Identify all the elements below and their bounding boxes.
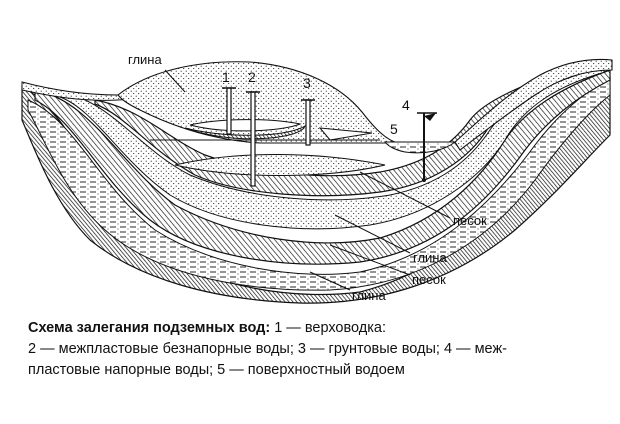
groundwater-arrow — [318, 127, 373, 141]
leader-clay-top — [164, 69, 186, 93]
caption-line-1: Схема залегания подземных вод: 1 — верхо… — [28, 318, 603, 339]
figure-caption: Схема залегания подземных вод: 1 — верхо… — [28, 318, 603, 381]
surface-water-body — [383, 141, 457, 154]
label-clay-2: глина — [352, 288, 386, 303]
sand-hill — [117, 61, 399, 144]
marker-3: 3 — [303, 75, 311, 91]
clay-lens-top — [184, 124, 306, 140]
caption-item-1: 1 — верховодка: — [270, 320, 386, 336]
sand-layer-upper — [59, 67, 607, 230]
caption-title: Схема залегания подземных вод: — [28, 320, 271, 336]
leader-sand-1 — [359, 171, 451, 219]
label-clay-1: глина — [413, 250, 447, 265]
sand-lens — [174, 153, 386, 177]
well-2 — [246, 91, 260, 187]
marker-1: 1 — [222, 69, 230, 85]
marker-5: 5 — [390, 121, 398, 137]
perched-water-lens — [189, 119, 302, 132]
caption-line-2: 2 — межпластовые безнапорные воды; 3 — г… — [28, 341, 507, 357]
well-3 — [301, 99, 315, 146]
well-4 — [417, 112, 437, 182]
marker-2: 2 — [248, 69, 256, 85]
caption-line-3: пластовые напорные воды; 5 — поверхностн… — [28, 362, 405, 378]
groundwater-diagram: глина песок глина песок глина 1 2 3 4 5 — [21, 52, 613, 304]
label-sand-2: песок — [412, 272, 446, 287]
marker-4: 4 — [402, 97, 410, 113]
clay-layer-middle — [34, 69, 611, 265]
label-sand-1: песок — [453, 213, 487, 228]
label-clay-top: глина — [128, 52, 162, 67]
well-1 — [222, 87, 236, 135]
leader-clay-1 — [334, 214, 411, 254]
leader-sand-2 — [329, 244, 411, 276]
right-bank — [454, 59, 613, 151]
leader-clay-2 — [309, 271, 351, 291]
sand-layer-lower — [27, 77, 611, 291]
